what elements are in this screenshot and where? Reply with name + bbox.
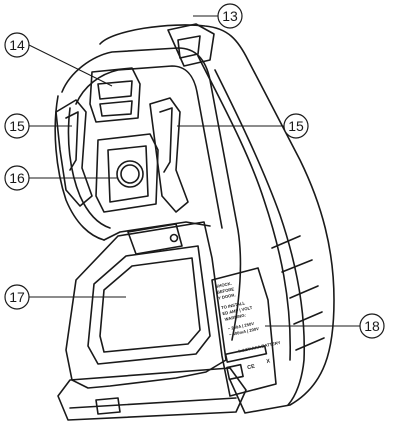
top-port-13: [177, 35, 201, 59]
callout-17: 17: [9, 289, 25, 305]
probe-clip-left-inner: [65, 111, 79, 171]
label-ce-box: [226, 363, 244, 381]
meter-side-rubber-boot: [214, 69, 306, 406]
callout-circle-17: [4, 284, 30, 310]
stand-foot-edge: [69, 397, 237, 409]
left-rubber-edge-inner: [67, 107, 111, 229]
label-battery-box: [224, 345, 268, 363]
probe-holder-slot-lower: [99, 100, 133, 117]
callout-circle-14: [4, 32, 30, 58]
stand-foot: [57, 367, 247, 421]
label-battery-text: 4x1.5V AAA BATTERY: [237, 340, 281, 354]
callout-circle-15a: [4, 113, 30, 139]
grip-ridge: [293, 311, 323, 325]
label-line: ED AMP | VOLT: [222, 305, 253, 316]
label-line: WARNING:: [224, 312, 246, 321]
label-line: ~ 200A | 250V: [227, 321, 254, 331]
stand-hinge: [127, 223, 183, 255]
label-line: SHOCK.: [215, 281, 232, 289]
callout-15-left: 15: [9, 118, 25, 134]
label-line: Y DOOR.: [218, 292, 236, 301]
weee-mark: X: [266, 358, 271, 365]
ce-mark: CE: [247, 364, 256, 372]
grip-ridge: [289, 285, 319, 299]
callout-15-right: 15: [288, 118, 304, 134]
grip-ridge: [295, 337, 325, 351]
tripod-mount-plate: [107, 145, 149, 203]
meter-body-outline: [99, 24, 335, 414]
callout-circle-13: [217, 3, 243, 29]
stand-foot-slot: [95, 397, 121, 415]
label-line: TO INSTALL: [221, 300, 246, 310]
callout-16: 16: [9, 170, 25, 186]
meter-side-inner-edge: [197, 55, 292, 361]
stand-hinge-pin: [169, 233, 179, 243]
probe-clip-right-inner: [159, 107, 173, 173]
tripod-screw-hole-16: [116, 160, 144, 188]
tripod-screw-hole-inner: [120, 164, 140, 184]
top-cap: [167, 23, 215, 67]
callout-circle-18: [359, 313, 385, 339]
callout-circle-16: [4, 165, 30, 191]
rear-panel-lower: [103, 221, 211, 241]
rear-frame: [61, 47, 242, 341]
callout-13: 13: [222, 8, 238, 24]
grip-ridge: [281, 259, 313, 273]
kickstand-recess: [99, 257, 201, 353]
kickstand-17: [65, 221, 227, 389]
kickstand-inner-panel: [87, 245, 211, 365]
left-rubber-edge: [54, 95, 105, 241]
tripod-mount-housing: [95, 133, 159, 213]
label-line: BEFORE: [216, 286, 234, 295]
grip-ridge: [271, 235, 301, 249]
probe-clip-left-15: [55, 99, 93, 207]
probe-holder-14: [89, 67, 141, 123]
callout-14: 14: [9, 37, 25, 53]
callout-18: 18: [364, 318, 380, 334]
label-line: ~ 400mA | 200V: [228, 326, 259, 337]
rear-label-panel-18: [211, 267, 277, 397]
rear-frame-inner: [75, 65, 223, 229]
leader-14: [28, 44, 113, 87]
probe-holder-slot: [97, 80, 133, 100]
callout-circle-15b: [283, 113, 309, 139]
